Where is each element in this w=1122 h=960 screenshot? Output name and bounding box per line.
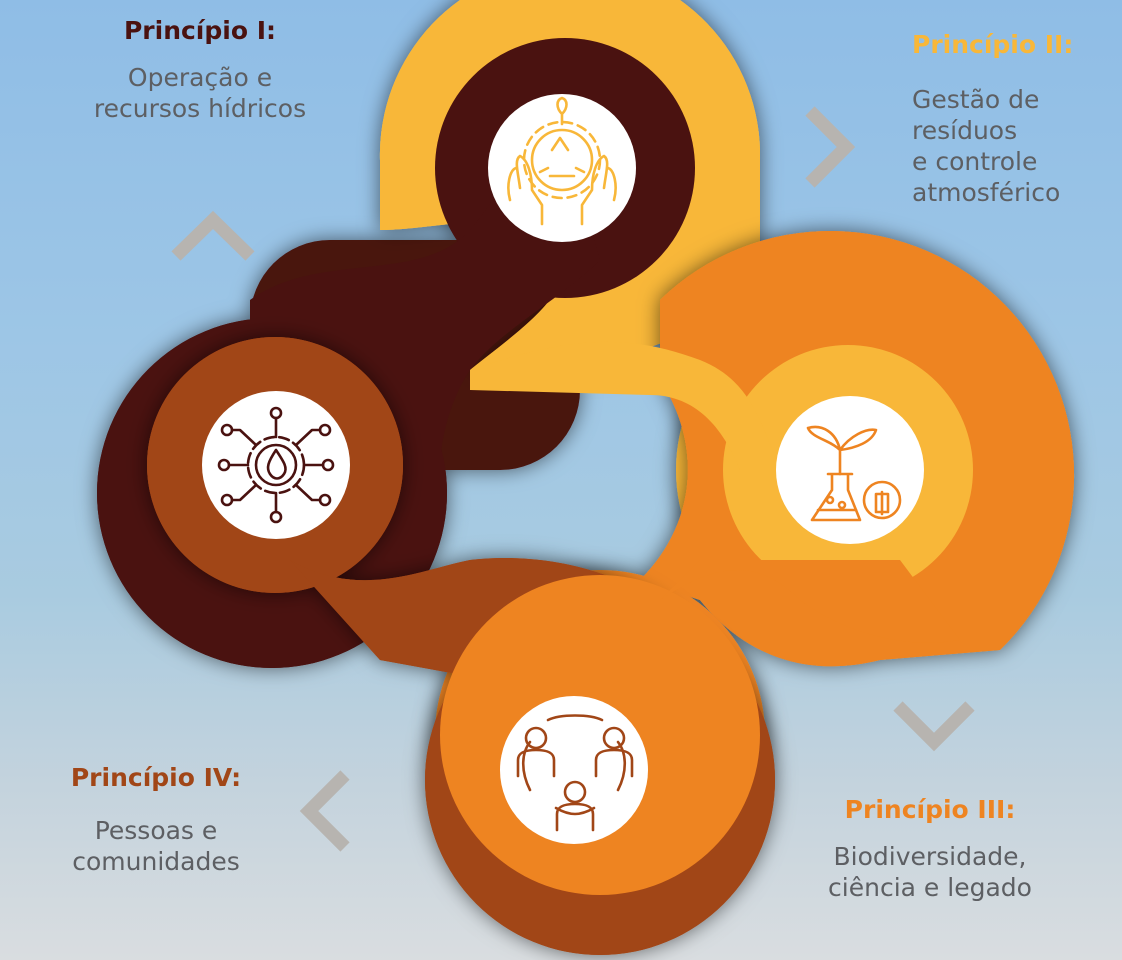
principle-1-desc-line: Operação e [127,63,273,92]
principle-2-label: Princípio II: Gestão de resíduos e contr… [912,30,1117,208]
icon-disc-principle-2 [488,94,636,242]
principle-1-title: Princípio I: [123,16,277,45]
people-community-icon [516,714,634,832]
principle-1-desc-line: recursos hídricos [93,94,307,123]
recycling-gear-hands-icon [507,96,617,226]
plant-flask-icon [806,425,902,522]
principle-2-desc-line: atmosférico [912,178,1061,207]
principle-4-desc-line: Pessoas e [94,816,218,845]
chevron-right-icon [805,106,856,188]
icon-disc-principle-4 [500,696,648,844]
principle-3-desc-line: Biodiversidade, [833,842,1027,871]
principle-4-label: Princípio IV: Pessoas e comunidades [6,763,306,877]
principle-3-desc-line: ciência e legado [828,873,1032,902]
principle-2-title: Princípio II: [912,30,1074,59]
principle-4-desc-line: comunidades [72,847,240,876]
chevron-up-icon [171,210,255,261]
chevron-down-icon [893,701,975,752]
principle-4-title: Princípio IV: [70,763,242,792]
principle-3-description: Biodiversidade, ciência e legado [770,841,1090,903]
principle-2-desc-line: resíduos [912,116,1018,145]
water-drop-network-icon [217,406,335,524]
principle-3-title: Princípio III: [844,795,1016,824]
principle-2-description: Gestão de resíduos e controle atmosféric… [912,84,1117,208]
principle-1-label: Princípio I: Operação e recursos hídrico… [20,16,380,124]
icon-disc-principle-3 [776,396,924,544]
principle-3-label: Princípio III: Biodiversidade, ciência e… [770,795,1090,903]
icon-disc-principle-1 [202,391,350,539]
principle-2-desc-line: e controle [912,147,1038,176]
chevron-left-icon [299,770,350,852]
principle-2-desc-line: Gestão de [912,85,1040,114]
principle-4-description: Pessoas e comunidades [6,815,306,877]
principle-1-description: Operação e recursos hídricos [20,62,380,124]
